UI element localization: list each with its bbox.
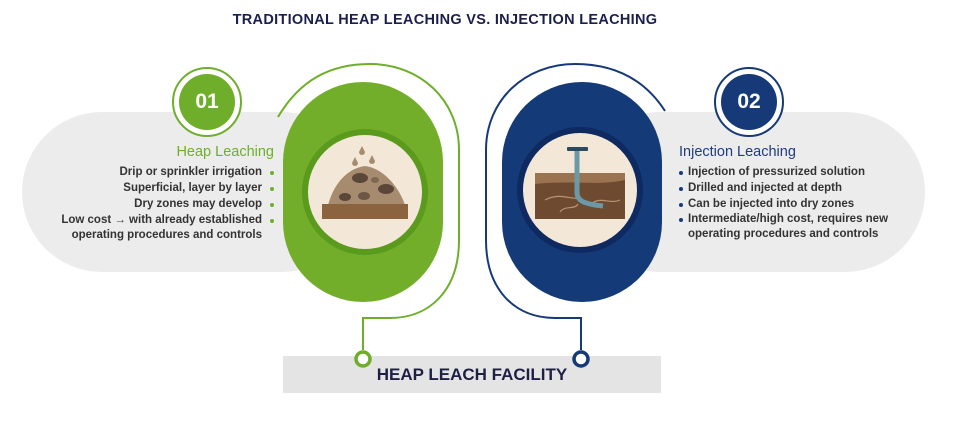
bullet-icon xyxy=(679,187,683,191)
badge-01: 01 xyxy=(195,90,219,113)
bullet-icon xyxy=(270,203,274,207)
left-connector-node xyxy=(354,350,372,368)
injection-well-icon xyxy=(535,147,625,219)
badge-02: 02 xyxy=(737,90,761,113)
list-item: Drilled and injected at depth xyxy=(688,182,842,194)
right-grey-pill xyxy=(580,112,925,272)
bullet-icon xyxy=(679,171,683,175)
injection-leaching-heading: Injection Leaching xyxy=(679,144,796,160)
list-item: Drip or sprinkler irrigation xyxy=(119,166,263,178)
heap-leaching-heading: Heap Leaching xyxy=(176,144,274,160)
list-item: Can be injected into dry zones xyxy=(688,198,855,210)
list-item: operating procedures and controls xyxy=(71,229,262,241)
bullet-icon xyxy=(270,171,274,175)
bullet-icon xyxy=(679,218,683,222)
bullet-icon xyxy=(679,203,683,207)
page-title: TRADITIONAL HEAP LEACHING VS. INJECTION … xyxy=(232,12,658,28)
right-connector-line xyxy=(485,62,666,350)
list-item: Low cost → with already established xyxy=(61,214,262,226)
left-grey-pill xyxy=(22,112,362,272)
right-connector-node xyxy=(572,350,590,368)
bullet-icon xyxy=(270,219,274,223)
heap-pile-icon xyxy=(322,146,408,219)
facility-label: HEAP LEACH FACILITY xyxy=(376,365,568,384)
list-item: Superficial, layer by layer xyxy=(123,182,262,194)
footer-bar xyxy=(283,356,661,393)
list-item: Injection of pressurized solution xyxy=(688,166,865,178)
list-item: operating procedures and controls xyxy=(688,228,879,240)
list-item: Dry zones may develop xyxy=(134,198,262,210)
left-connector-line xyxy=(277,62,460,350)
bullet-icon xyxy=(270,187,274,191)
list-item: Intermediate/high cost, requires new xyxy=(688,213,889,225)
